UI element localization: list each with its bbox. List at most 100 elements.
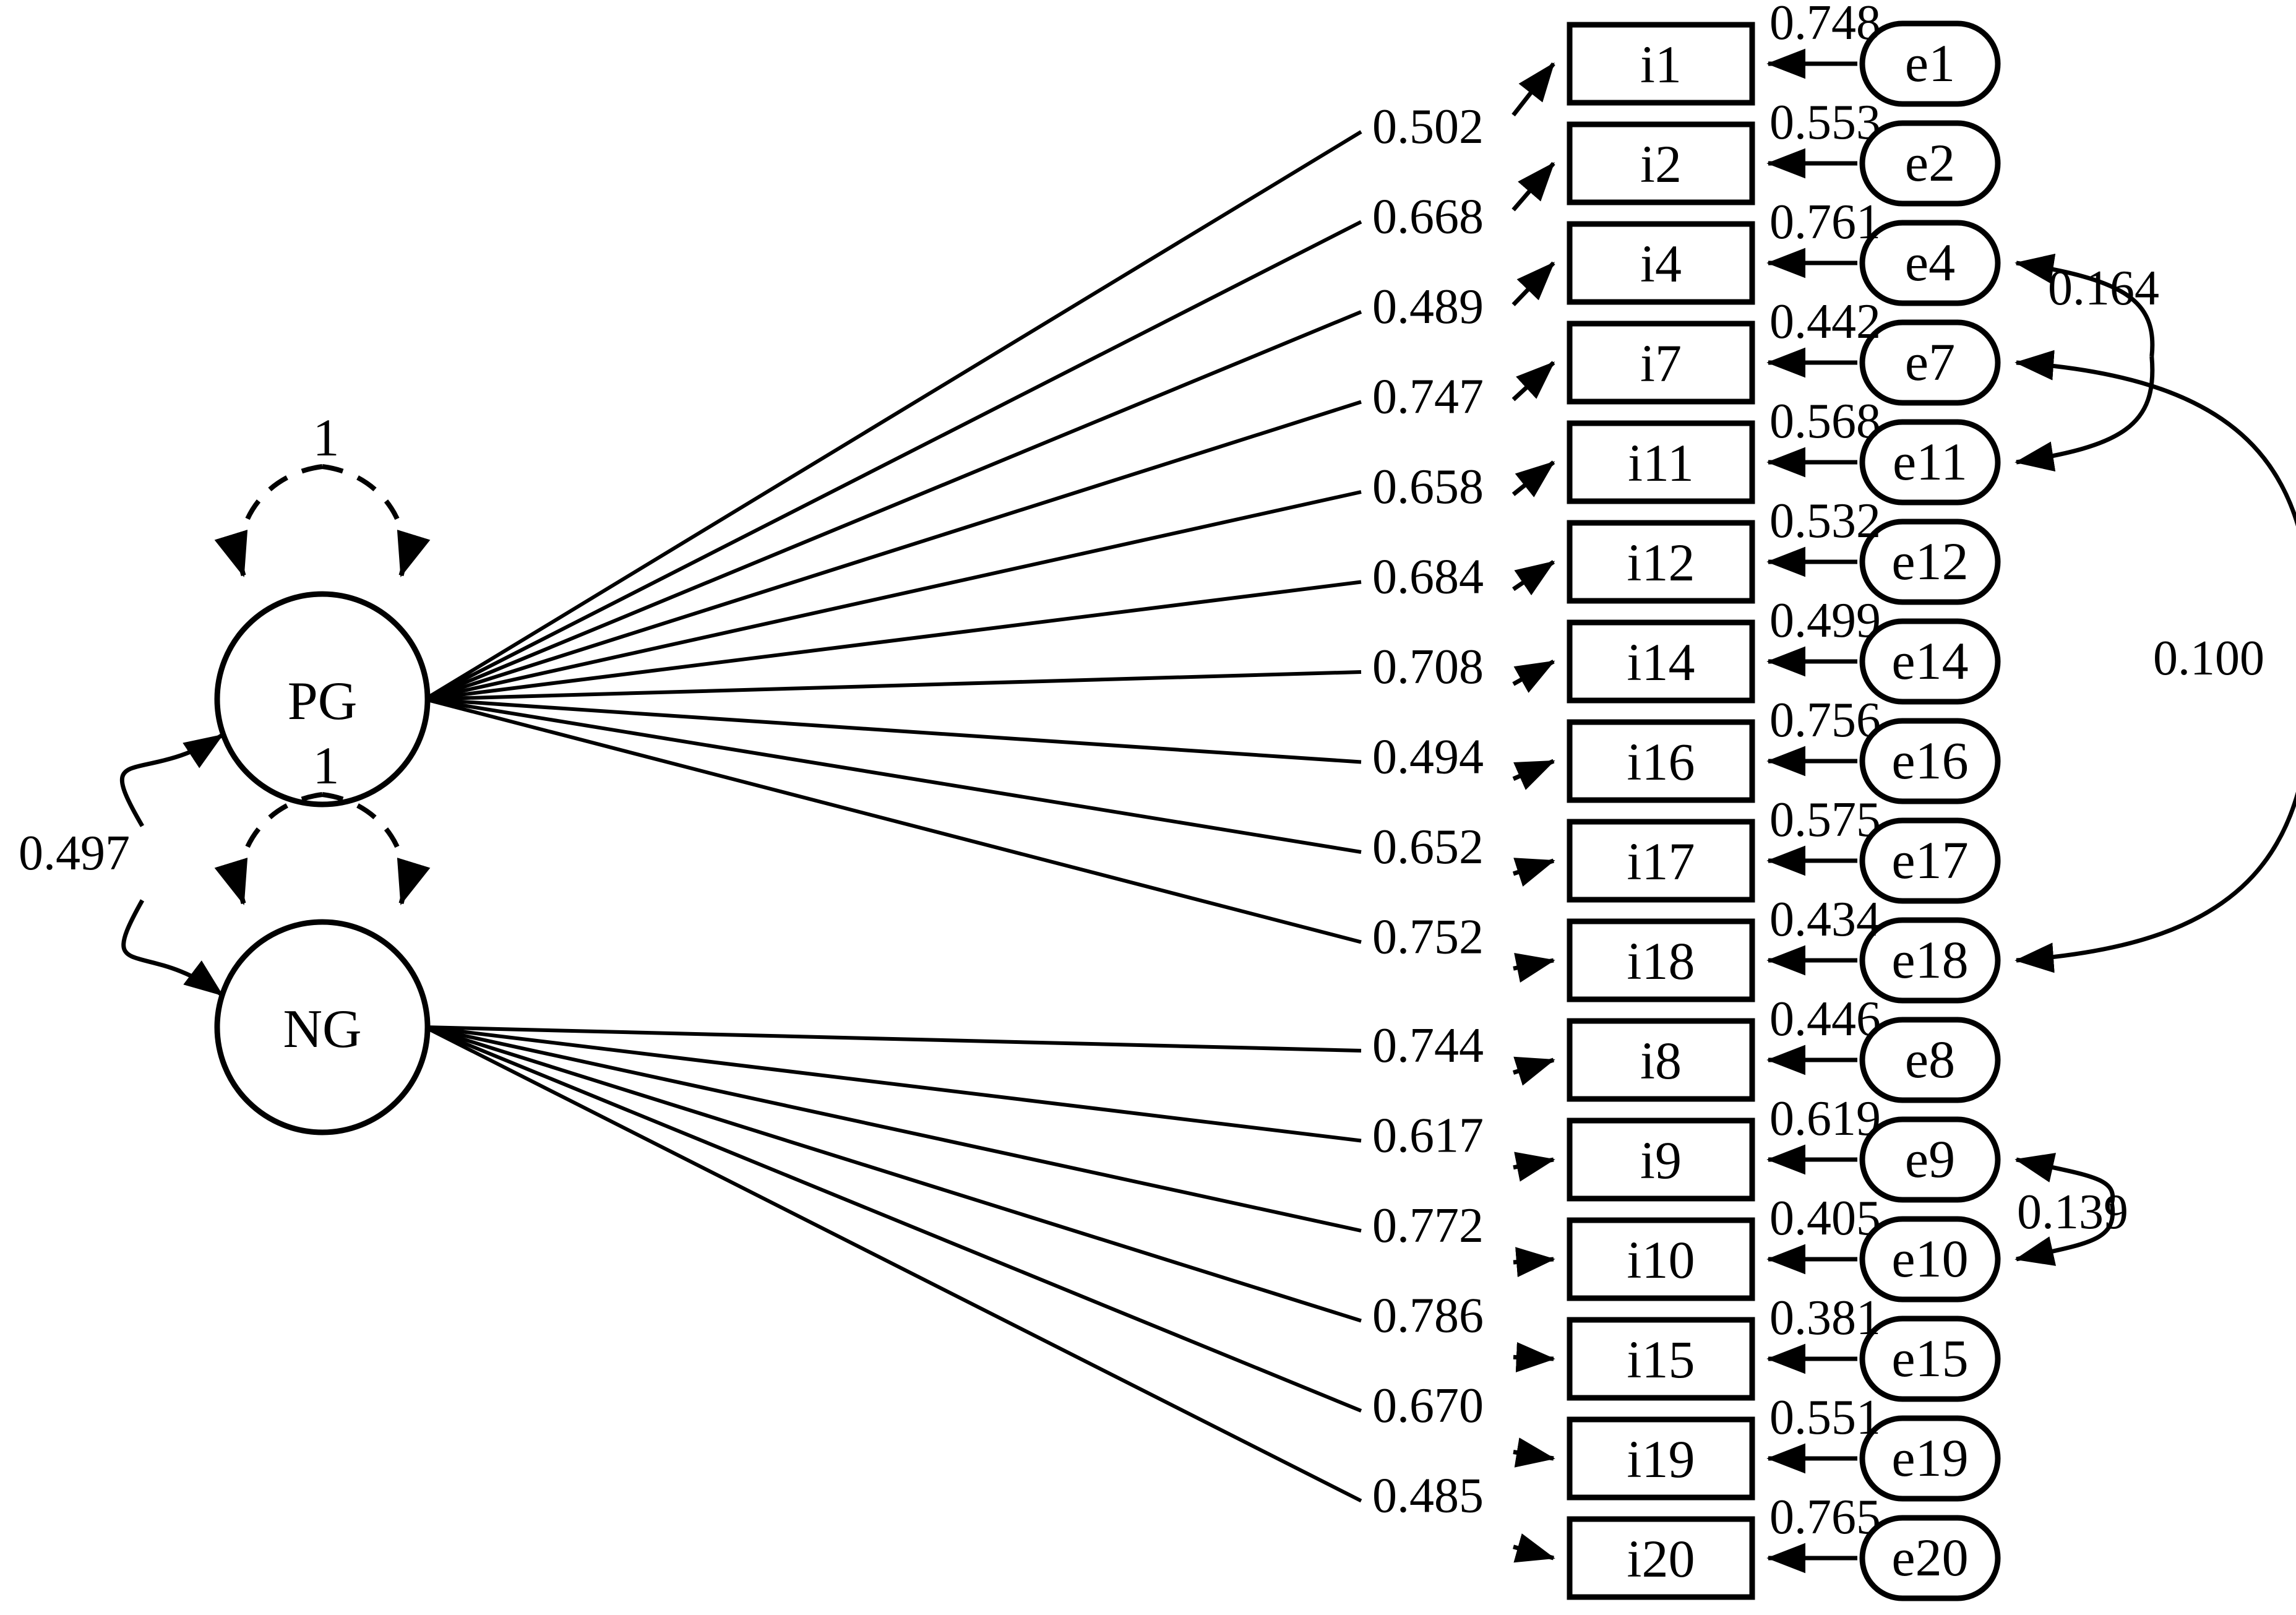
residual-value-e2: 0.553 [1769, 95, 1881, 150]
loading-path-i18 [424, 697, 1362, 944]
error-label-e17: e17 [1891, 830, 1968, 890]
error-node-e2[interactable] [1859, 120, 2001, 207]
error-node-e18[interactable] [1859, 917, 2001, 1004]
indicator-box-i2[interactable] [1567, 121, 1755, 205]
indicator-label-i16: i16 [1627, 732, 1695, 791]
indicator-box-i12[interactable] [1567, 520, 1755, 604]
loading-value-i8: 0.744 [1372, 1019, 1484, 1073]
latent-factor-PG[interactable] [214, 591, 431, 808]
indicator-box-i18[interactable] [1567, 918, 1755, 1002]
loading-value-i15: 0.786 [1372, 1289, 1484, 1343]
latent-factor-NG[interactable] [214, 919, 431, 1135]
indicator-box-i14[interactable] [1567, 619, 1755, 704]
loading-arrow-i14 [1512, 659, 1555, 693]
error-covariance-arc-e9-e10-b [2014, 1202, 2115, 1266]
error-label-e2: e2 [1905, 133, 1955, 192]
indicator-label-i19: i19 [1627, 1429, 1695, 1489]
residual-value-e11: 0.568 [1769, 394, 1881, 449]
indicator-box-i8[interactable] [1567, 1018, 1755, 1102]
error-node-e17[interactable] [1859, 817, 2001, 904]
latent-factor-nodes: PG NG [214, 464, 431, 1135]
error-label-e12: e12 [1891, 532, 1968, 591]
indicator-box-i16[interactable] [1567, 719, 1755, 803]
indicator-box-i19[interactable] [1567, 1416, 1755, 1501]
residual-value-e20: 0.765 [1769, 1490, 1881, 1544]
error-covariance-value-e9-e10: 0.139 [2017, 1185, 2128, 1239]
loading-arrow-i12 [1512, 560, 1555, 596]
residual-value-e15: 0.381 [1769, 1291, 1881, 1345]
indicator-label-i15: i15 [1627, 1330, 1695, 1389]
error-node-e1[interactable] [1859, 20, 2001, 107]
loading-arrow-i8 [1512, 1056, 1555, 1086]
indicator-boxes: i1i2i4i7i11i12i14i16i17i18i8i9i10i15i19i… [1567, 22, 1755, 1600]
error-node-e4[interactable] [1859, 220, 2001, 306]
loading-value-i19: 0.670 [1372, 1379, 1484, 1433]
loading-path-i10 [424, 1025, 1362, 1233]
error-node-e9[interactable] [1859, 1116, 2001, 1203]
error-covariance-arc-e4-e11-a [2014, 253, 2155, 357]
indicator-box-i1[interactable] [1567, 22, 1755, 106]
error-term-nodes: e1e2e4e7e11e12e14e16e17e18e8e9e10e15e19e… [1859, 20, 2001, 1601]
loading-path-i7 [424, 400, 1362, 701]
residual-value-e10: 0.405 [1769, 1191, 1881, 1246]
error-node-e20[interactable] [1859, 1515, 2001, 1601]
error-node-e7[interactable] [1859, 319, 2001, 406]
indicator-box-i11[interactable] [1567, 420, 1755, 504]
loading-path-i15 [424, 1025, 1362, 1323]
error-label-e14: e14 [1891, 631, 1968, 691]
loading-arrow-i11 [1511, 460, 1555, 497]
loading-path-i4 [424, 310, 1362, 701]
error-label-e7: e7 [1905, 332, 1955, 392]
variance-arc-left-PG [214, 464, 323, 578]
error-node-e14[interactable] [1859, 618, 2001, 705]
residual-value-e8: 0.446 [1769, 992, 1881, 1046]
error-node-e12[interactable] [1859, 519, 2001, 605]
latent-label-PG: PG [288, 671, 358, 731]
indicator-box-i17[interactable] [1567, 819, 1755, 903]
error-node-e19[interactable] [1859, 1415, 2001, 1502]
loading-path-i1 [424, 130, 1362, 701]
loading-arrow-i1 [1511, 62, 1555, 117]
loading-value-i17: 0.652 [1372, 820, 1484, 874]
latent-label-NG: NG [283, 999, 361, 1059]
indicator-label-i10: i10 [1627, 1230, 1695, 1290]
loading-value-i2: 0.668 [1372, 190, 1484, 244]
variance-label-NG: 1 [313, 736, 340, 795]
loading-arrow-i7 [1511, 361, 1555, 402]
error-label-e11: e11 [1893, 432, 1967, 491]
loading-value-i9: 0.617 [1372, 1109, 1484, 1163]
loading-arrow-i18 [1513, 953, 1555, 983]
residual-value-e4: 0.761 [1769, 195, 1881, 249]
indicator-label-i7: i7 [1640, 334, 1682, 393]
residual-value-e14: 0.499 [1769, 593, 1881, 648]
indicator-box-i10[interactable] [1567, 1217, 1755, 1301]
loading-value-i14: 0.708 [1372, 640, 1484, 694]
loading-path-i20 [424, 1025, 1362, 1503]
error-node-e11[interactable] [1859, 419, 2001, 506]
loading-value-i18: 0.752 [1372, 910, 1484, 965]
error-label-e4: e4 [1905, 233, 1955, 292]
loading-arrow-i16 [1512, 759, 1555, 790]
error-covariance-arc-e4-e11-b [2014, 356, 2155, 472]
error-node-e15[interactable] [1859, 1316, 2001, 1402]
factor-covariance-arc-to-PG [119, 733, 224, 827]
error-label-e16: e16 [1891, 731, 1968, 790]
factor-covariance-arc-to-NG [121, 899, 224, 997]
error-label-e20: e20 [1891, 1528, 1968, 1587]
error-node-e16[interactable] [1859, 718, 2001, 804]
indicator-label-i18: i18 [1627, 931, 1695, 991]
error-node-e10[interactable] [1859, 1216, 2001, 1303]
error-node-e8[interactable] [1859, 1017, 2001, 1103]
indicator-box-i20[interactable] [1567, 1516, 1755, 1600]
indicator-box-i7[interactable] [1567, 321, 1755, 405]
indicator-box-i9[interactable] [1567, 1118, 1755, 1202]
error-covariance-value-e4-e11: 0.164 [2048, 261, 2159, 316]
indicator-box-i4[interactable] [1567, 221, 1755, 305]
indicator-label-i9: i9 [1640, 1130, 1682, 1190]
indicator-label-i11: i11 [1628, 433, 1694, 493]
indicator-box-i15[interactable] [1567, 1317, 1755, 1401]
variance-label-PG: 1 [313, 408, 340, 467]
factor-covariance-value: 0.497 [19, 826, 130, 881]
loading-arrow-i15 [1513, 1342, 1555, 1372]
